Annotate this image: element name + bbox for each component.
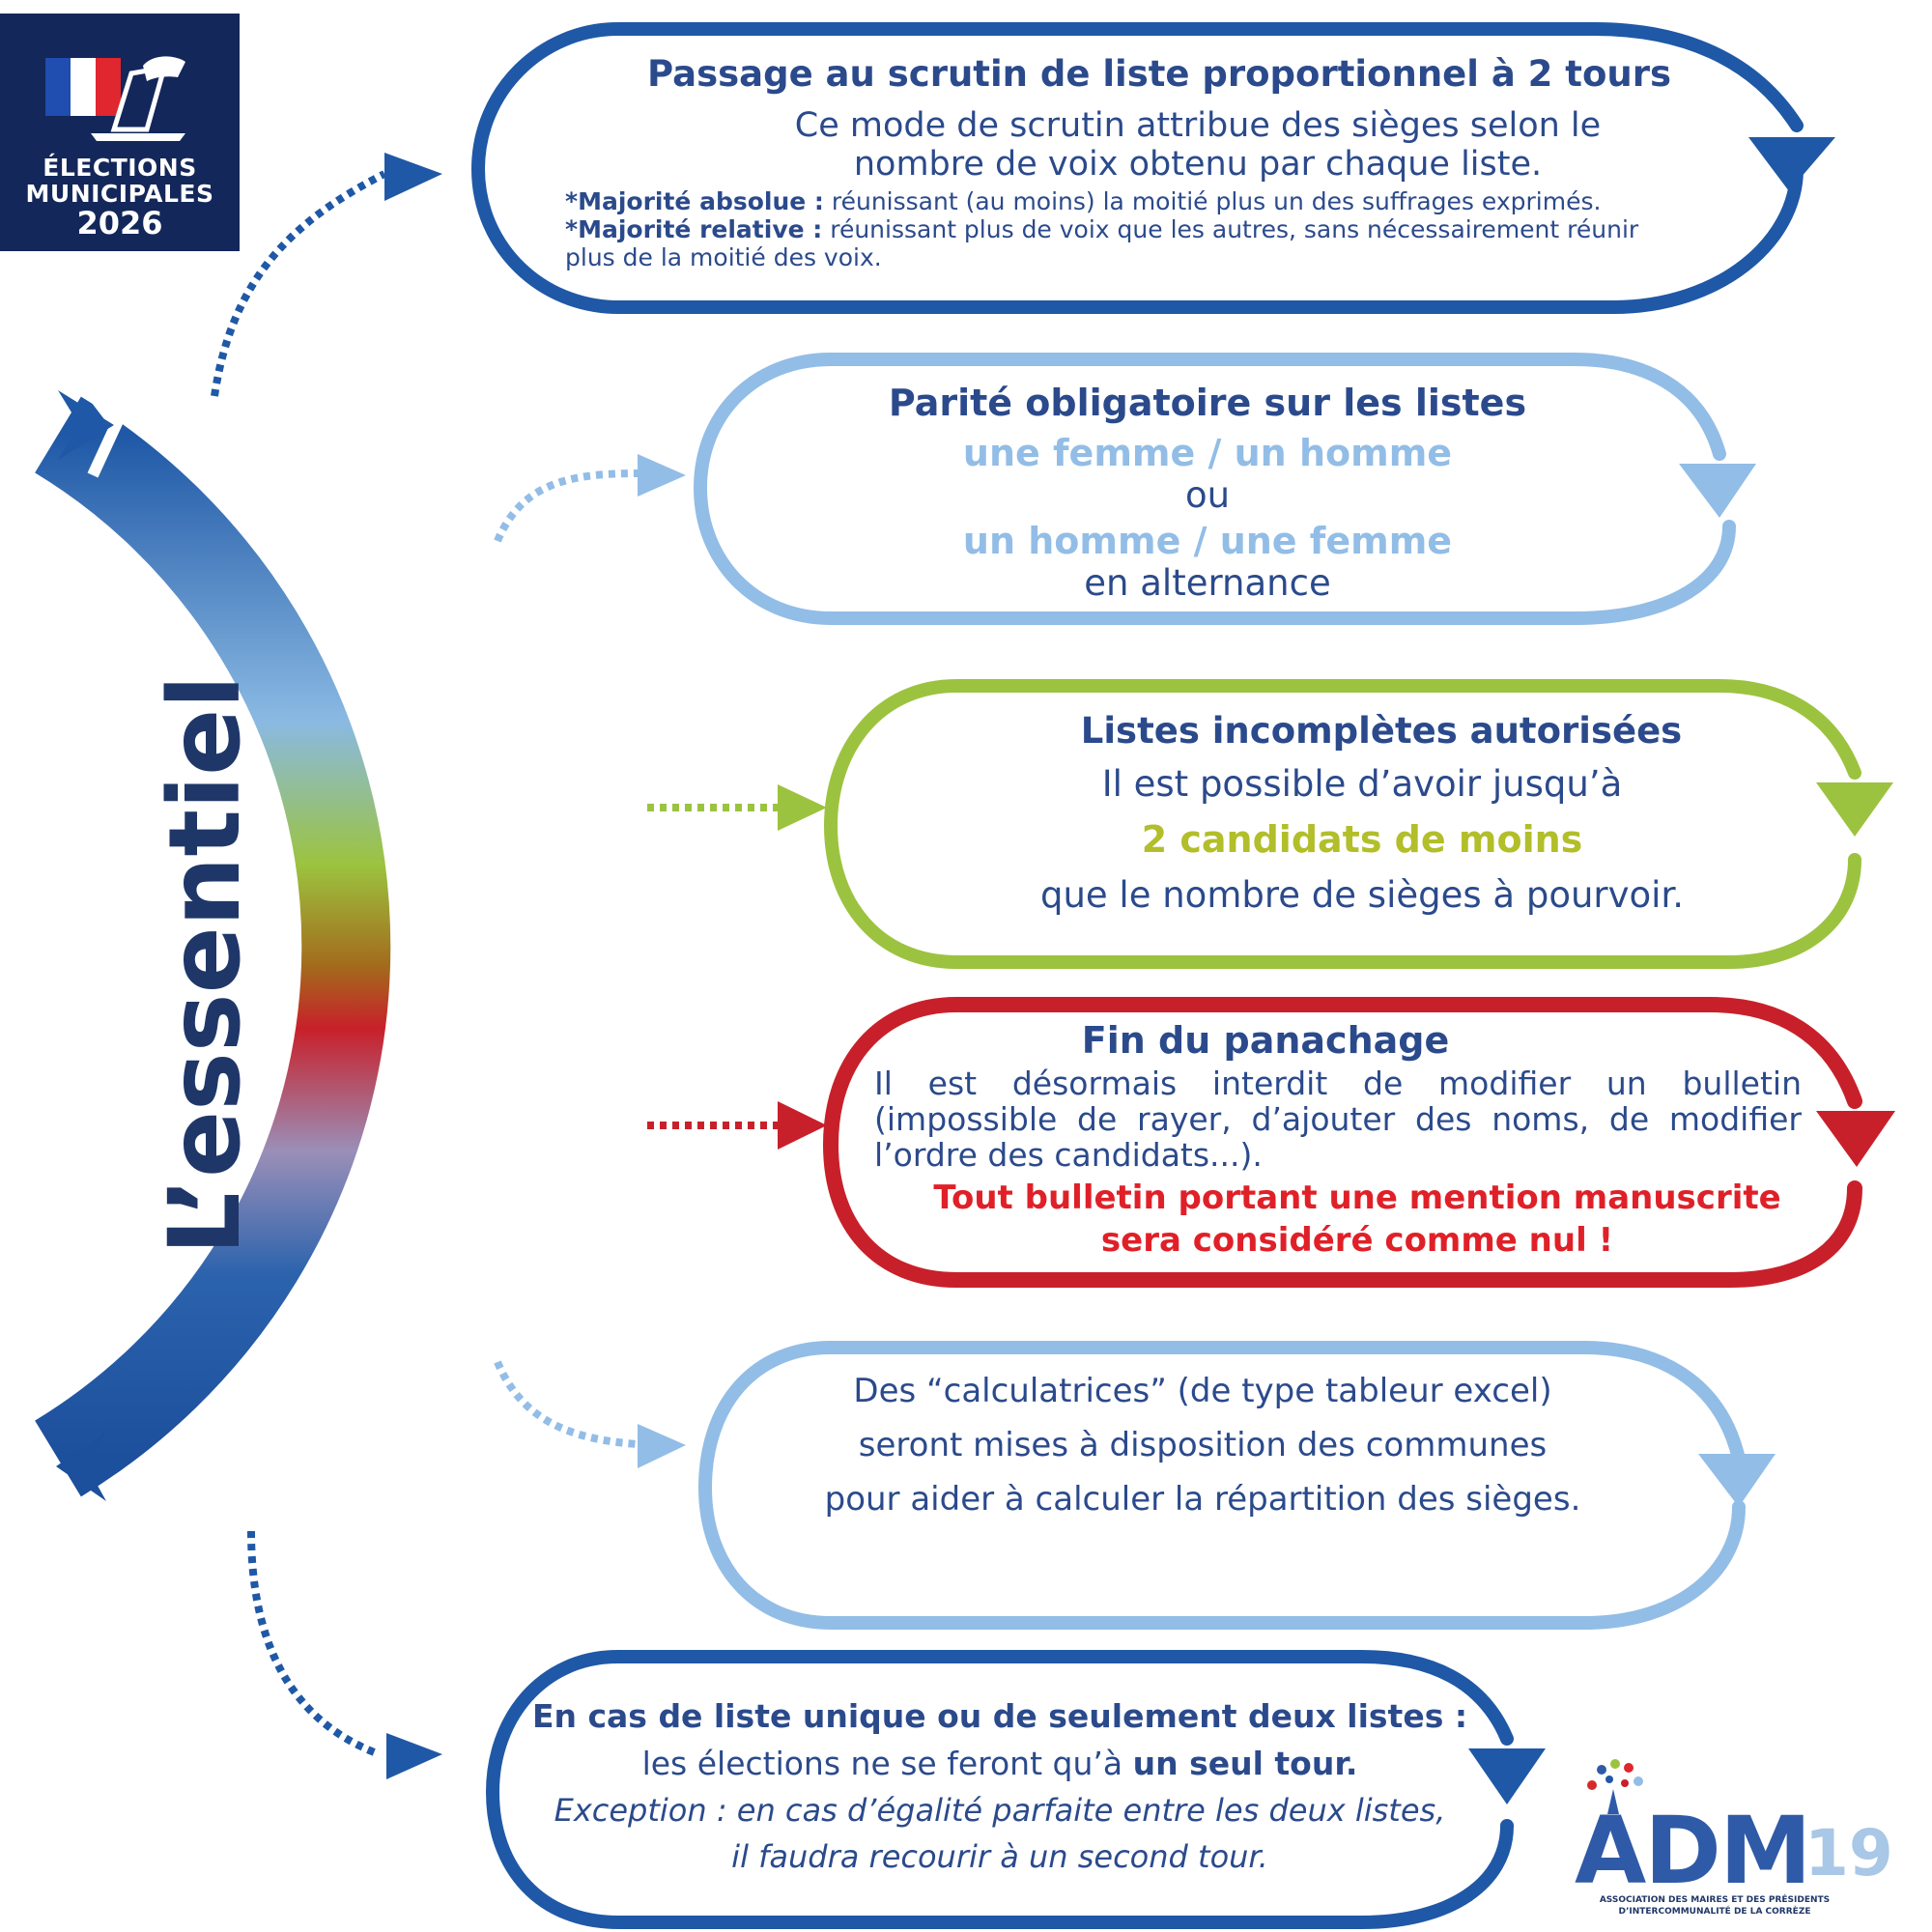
box-liste-unique: En cas de liste unique ou de seulement d… xyxy=(526,1697,1473,1875)
box-scrutin-title: Passage au scrutin de liste proportionne… xyxy=(646,53,1672,95)
box-listes-line-2: 2 candidats de moins xyxy=(1141,818,1583,861)
logo-caption-2: D’INTERCOMMUNALITÉ DE LA CORRÈZE xyxy=(1618,1907,1811,1917)
segmented-arc xyxy=(35,381,643,1501)
box-panachage: Fin du panachage Il est désormais interd… xyxy=(874,1019,1802,1260)
box-scrutin-definitions: *Majorité absolue : réunissant (au moins… xyxy=(565,187,1763,271)
box-panachage-title: Fin du panachage xyxy=(1081,1019,1450,1062)
box-parite-line-4: en alternance xyxy=(1084,562,1331,604)
box-calculatrices-line-3: pour aider à calculer la répartition des… xyxy=(824,1480,1581,1519)
box-liste-unique-line-1a: les élections ne se feront qu’à xyxy=(641,1745,1133,1782)
majorite-relative-label: *Majorité relative : xyxy=(565,215,823,243)
loop-arrowheads xyxy=(1468,137,1895,1804)
box-liste-unique-line-1b: un seul tour. xyxy=(1132,1745,1358,1782)
majorite-absolue-label: *Majorité absolue : xyxy=(565,187,824,215)
ballot-box-hand-icon xyxy=(91,56,185,141)
box-panachage-warning-2: sera considéré comme nul ! xyxy=(1100,1221,1614,1260)
box-parite-line-2: ou xyxy=(1184,474,1231,516)
adm19-logo: ADM 19 ASSOCIATION DES MAIRES ET DES PRÉ… xyxy=(1575,1759,1893,1922)
box-listes-line-1: Il est possible d’avoir jusqu’à xyxy=(1101,763,1623,805)
box-liste-unique-line-1: les élections ne se feront qu’à un seul … xyxy=(526,1745,1473,1782)
elections-badge: ÉLECTIONS MUNICIPALES 2026 xyxy=(0,14,240,251)
box-calculatrices-line-2: seront mises à disposition des communes xyxy=(858,1426,1548,1464)
box-scrutin: Passage au scrutin de liste proportionne… xyxy=(555,53,1763,271)
capsule-loops xyxy=(470,22,1862,1929)
box-panachage-line-1: Il est désormais interdit de modifier un… xyxy=(874,1065,1802,1102)
box-panachage-warning-1: Tout bulletin portant une mention manusc… xyxy=(933,1179,1781,1217)
vertical-title: L’essentiel xyxy=(148,674,263,1256)
logo-caption-1: ASSOCIATION DES MAIRES ET DES PRÉSIDENTS xyxy=(1599,1895,1831,1905)
box-panachage-line-2: (impossible de rayer, d’ajouter des noms… xyxy=(874,1100,1802,1138)
box-parite-line-3: un homme / une femme xyxy=(962,520,1453,562)
badge-line-1: ÉLECTIONS xyxy=(43,154,197,182)
tree-hand-icon xyxy=(1587,1759,1643,1814)
box-listes-incompletes: Listes incomplètes autorisées Il est pos… xyxy=(966,710,1758,916)
badge-line-2: MUNICIPALES xyxy=(25,180,214,208)
box-liste-unique-line-3: il faudra recourir à un second tour. xyxy=(731,1838,1268,1875)
french-flag-icon xyxy=(45,58,121,116)
box-parite-line-1: une femme / un homme xyxy=(962,432,1453,474)
box-liste-unique-title: En cas de liste unique ou de seulement d… xyxy=(531,1697,1468,1735)
logo-number: 19 xyxy=(1804,1816,1893,1890)
box-calculatrices-line-1: Des “calculatrices” (de type tableur exc… xyxy=(853,1372,1552,1410)
connector-arrowheads xyxy=(384,153,827,1779)
logo-name: ADM xyxy=(1575,1797,1812,1905)
majorite-relative-text: réunissant plus de voix que les autres, … xyxy=(822,215,1639,243)
box-scrutin-line-2: nombre de voix obtenu par chaque liste. xyxy=(853,145,1543,184)
box-parite: Parité obligatoire sur les listes une fe… xyxy=(802,382,1613,604)
box-calculatrices: Des “calculatrices” (de type tableur exc… xyxy=(792,1372,1613,1519)
box-scrutin-line-1: Ce mode de scrutin attribue des sièges s… xyxy=(794,106,1602,145)
box-listes-line-3: que le nombre de sièges à pourvoir. xyxy=(1039,874,1685,916)
box-parite-title: Parité obligatoire sur les listes xyxy=(888,382,1527,424)
majorite-relative-text-2: plus de la moitié des voix. xyxy=(565,243,882,271)
majorite-absolue-text: réunissant (au moins) la moitié plus un … xyxy=(823,187,1602,215)
box-panachage-line-3: l’ordre des candidats...). xyxy=(874,1136,1263,1174)
badge-year: 2026 xyxy=(76,205,163,242)
box-liste-unique-line-2: Exception : en cas d’égalité parfaite en… xyxy=(554,1792,1446,1829)
box-listes-title: Listes incomplètes autorisées xyxy=(1080,710,1683,752)
dotted-connectors xyxy=(211,170,778,1757)
